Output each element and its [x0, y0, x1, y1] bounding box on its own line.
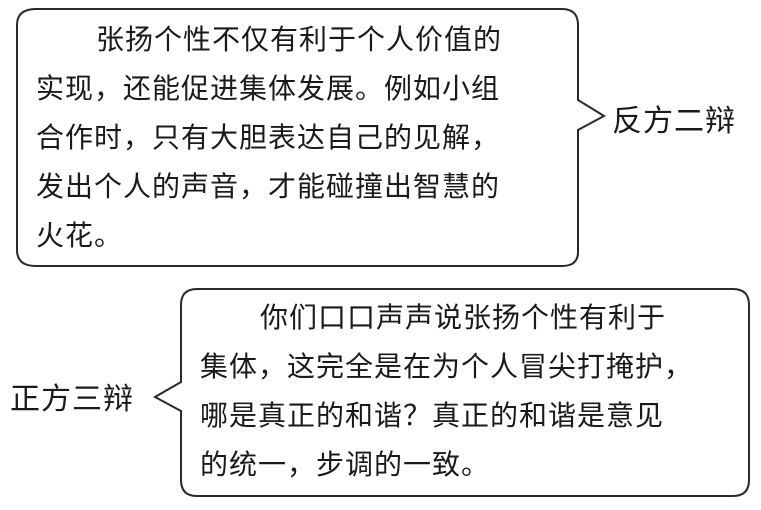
speaker-label-opponent-second: 反方二辩: [612, 104, 736, 139]
speech-line: 张扬个性不仅有利于个人价值的: [36, 15, 566, 64]
speech-line: 哪是真正的和谐？真正的和谐是意见: [200, 399, 665, 432]
speech-bubble-affirmative-third: [152, 288, 750, 497]
affirmative-third-speech: 你们口口声声说张扬个性有利于 集体，这完全是在为个人冒尖打掩护， 哪是真正的和谐…: [200, 293, 740, 489]
speaker-label-affirmative-third: 正方三辩: [10, 382, 134, 417]
speech-line: 火花。: [36, 219, 124, 252]
speech-line: 实现，还能促进集体发展。例如小组: [36, 72, 501, 105]
speech-line: 发出个人的声音，才能碰撞出智慧的: [36, 170, 501, 203]
speech-bubble-opponent-second: [16, 8, 607, 267]
speech-line-text: 张扬个性不仅有利于个人价值的: [96, 23, 503, 56]
speech-line: 你们口口声声说张扬个性有利于: [200, 293, 740, 342]
opponent-second-speech: 张扬个性不仅有利于个人价值的 实现，还能促进集体发展。例如小组 合作时，只有大胆…: [36, 15, 566, 260]
speech-line-text: 你们口口声声说张扬个性有利于: [260, 301, 667, 334]
speech-line: 集体，这完全是在为个人冒尖打掩护，: [200, 350, 694, 383]
speech-line: 的统一，步调的一致。: [200, 448, 491, 481]
speech-line: 合作时，只有大胆表达自己的见解，: [36, 121, 501, 154]
